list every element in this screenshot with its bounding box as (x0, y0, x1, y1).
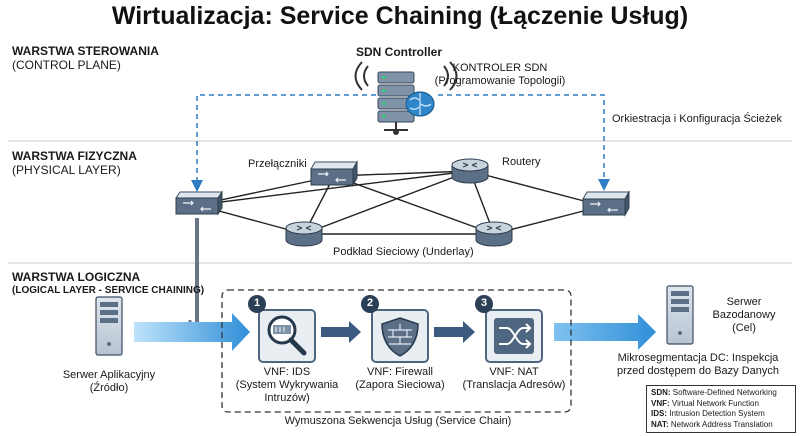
step-3-badge (475, 295, 493, 313)
legend-value: Software-Defined Networking (672, 388, 777, 397)
step-1-number: 1 (253, 297, 261, 309)
chain-arrow-2-3 (434, 321, 475, 343)
switch-center-icon (310, 160, 358, 187)
step-2-badge (361, 295, 379, 313)
magnifier-icon (267, 315, 307, 356)
switch-left-icon (175, 190, 223, 216)
shield-firewall-icon (381, 317, 419, 357)
service-chain-label: Wymuszona Sekwencja Usług (Service Chain… (284, 415, 512, 427)
vnf-firewall-label-line1: VNF: Firewall (366, 366, 433, 378)
vnf-firewall-box (361, 295, 429, 363)
legend-key: NAT: (651, 419, 669, 429)
vnf-nat-label-line2: (Translacja Adresów) (462, 379, 566, 391)
sdn-controller-name: SDN Controller (356, 45, 443, 59)
legend-value: Virtual Network Function (671, 398, 759, 408)
service-chain-container (221, 289, 572, 413)
egress-arrow (554, 314, 656, 350)
control-dashed-lines (191, 94, 610, 192)
destination-server-label-line3: (Cel) (732, 322, 756, 334)
underlay-label: Podkład Sieciowy (Underlay) (333, 246, 474, 258)
sdn-controller-icon (354, 61, 458, 135)
legend-row: SDN: Software-Defined Networking (651, 388, 791, 399)
vnf-ids-label-line2: (System Wykrywania (235, 379, 339, 391)
control-layer-subtitle: (CONTROL PLANE) (12, 58, 121, 72)
microsegmentation-line1: Mikrosegmentacja DC: Inspekcja (617, 352, 779, 364)
router-left-icon (285, 221, 323, 247)
vnf-ids-box (248, 295, 316, 363)
legend-value: Network Address Translation (670, 419, 773, 429)
destination-server-label-line2: Bazodanowy (712, 309, 776, 321)
vnf-nat-label-line1: VNF: NAT (489, 366, 539, 378)
vnf-ids-label-line3: Intruzów) (264, 392, 310, 404)
underlay-links (196, 170, 604, 235)
source-server-label-line1: Serwer Aplikacyjny (62, 369, 156, 381)
router-top-icon (451, 158, 489, 184)
controller-label-line2: (Programowanie Topologii) (434, 75, 566, 87)
ingress-arrow (134, 313, 250, 351)
legend-row: IDS: Intrusion Detection System (651, 409, 791, 420)
switch-to-chain-link (190, 218, 199, 329)
vnf-nat-box (475, 295, 543, 363)
step-2-number: 2 (366, 297, 374, 309)
control-layer-title: WARSTWA STEROWANIA (12, 44, 159, 58)
router-right-icon (475, 221, 513, 247)
orchestration-label: Orkiestracja i Konfiguracja Ścieżek (612, 113, 782, 125)
destination-server-icon (666, 285, 694, 345)
switch-right-icon (582, 190, 630, 217)
legend-value: Intrusion Detection System (669, 409, 765, 418)
controller-label-line1: KONTROLER SDN (452, 62, 548, 74)
vnf-firewall-label-line2: (Zapora Sieciowa) (355, 379, 445, 391)
switches-label: Przełączniki (248, 158, 307, 170)
step-1-badge (248, 295, 266, 313)
legend-key: SDN: (651, 388, 671, 397)
vnf-ids-label-line1: VNF: IDS (263, 366, 311, 378)
abbreviation-legend: SDN: Software-Defined Networking VNF: Vi… (646, 385, 796, 433)
physical-layer-subtitle: (PHYSICAL LAYER) (12, 163, 121, 177)
step-3-number: 3 (480, 297, 488, 309)
source-server-icon (95, 296, 123, 356)
shuffle-icon (494, 318, 534, 354)
legend-row: VNF: Virtual Network Function (651, 399, 791, 410)
chain-arrow-1-2 (321, 321, 361, 343)
destination-server-label-line1: Serwer (726, 296, 762, 308)
routers-label: Routery (502, 156, 541, 168)
legend-row: NAT: Network Address Translation (651, 420, 791, 431)
brain-icon (405, 91, 435, 117)
page-title: Wirtualizacja: Service Chaining (Łączeni… (111, 2, 689, 30)
legend-key: VNF: (651, 398, 670, 408)
physical-layer-title: WARSTWA FIZYCZNA (12, 149, 137, 163)
logical-layer-subtitle: (LOGICAL LAYER - SERVICE CHAINING) (12, 285, 205, 296)
legend-key: IDS: (651, 409, 667, 418)
source-server-label-line2: (Źródło) (89, 382, 129, 394)
microsegmentation-line2: przed dostępem do Bazy Danych (616, 365, 780, 377)
logical-layer-title: WARSTWA LOGICZNA (12, 270, 141, 284)
